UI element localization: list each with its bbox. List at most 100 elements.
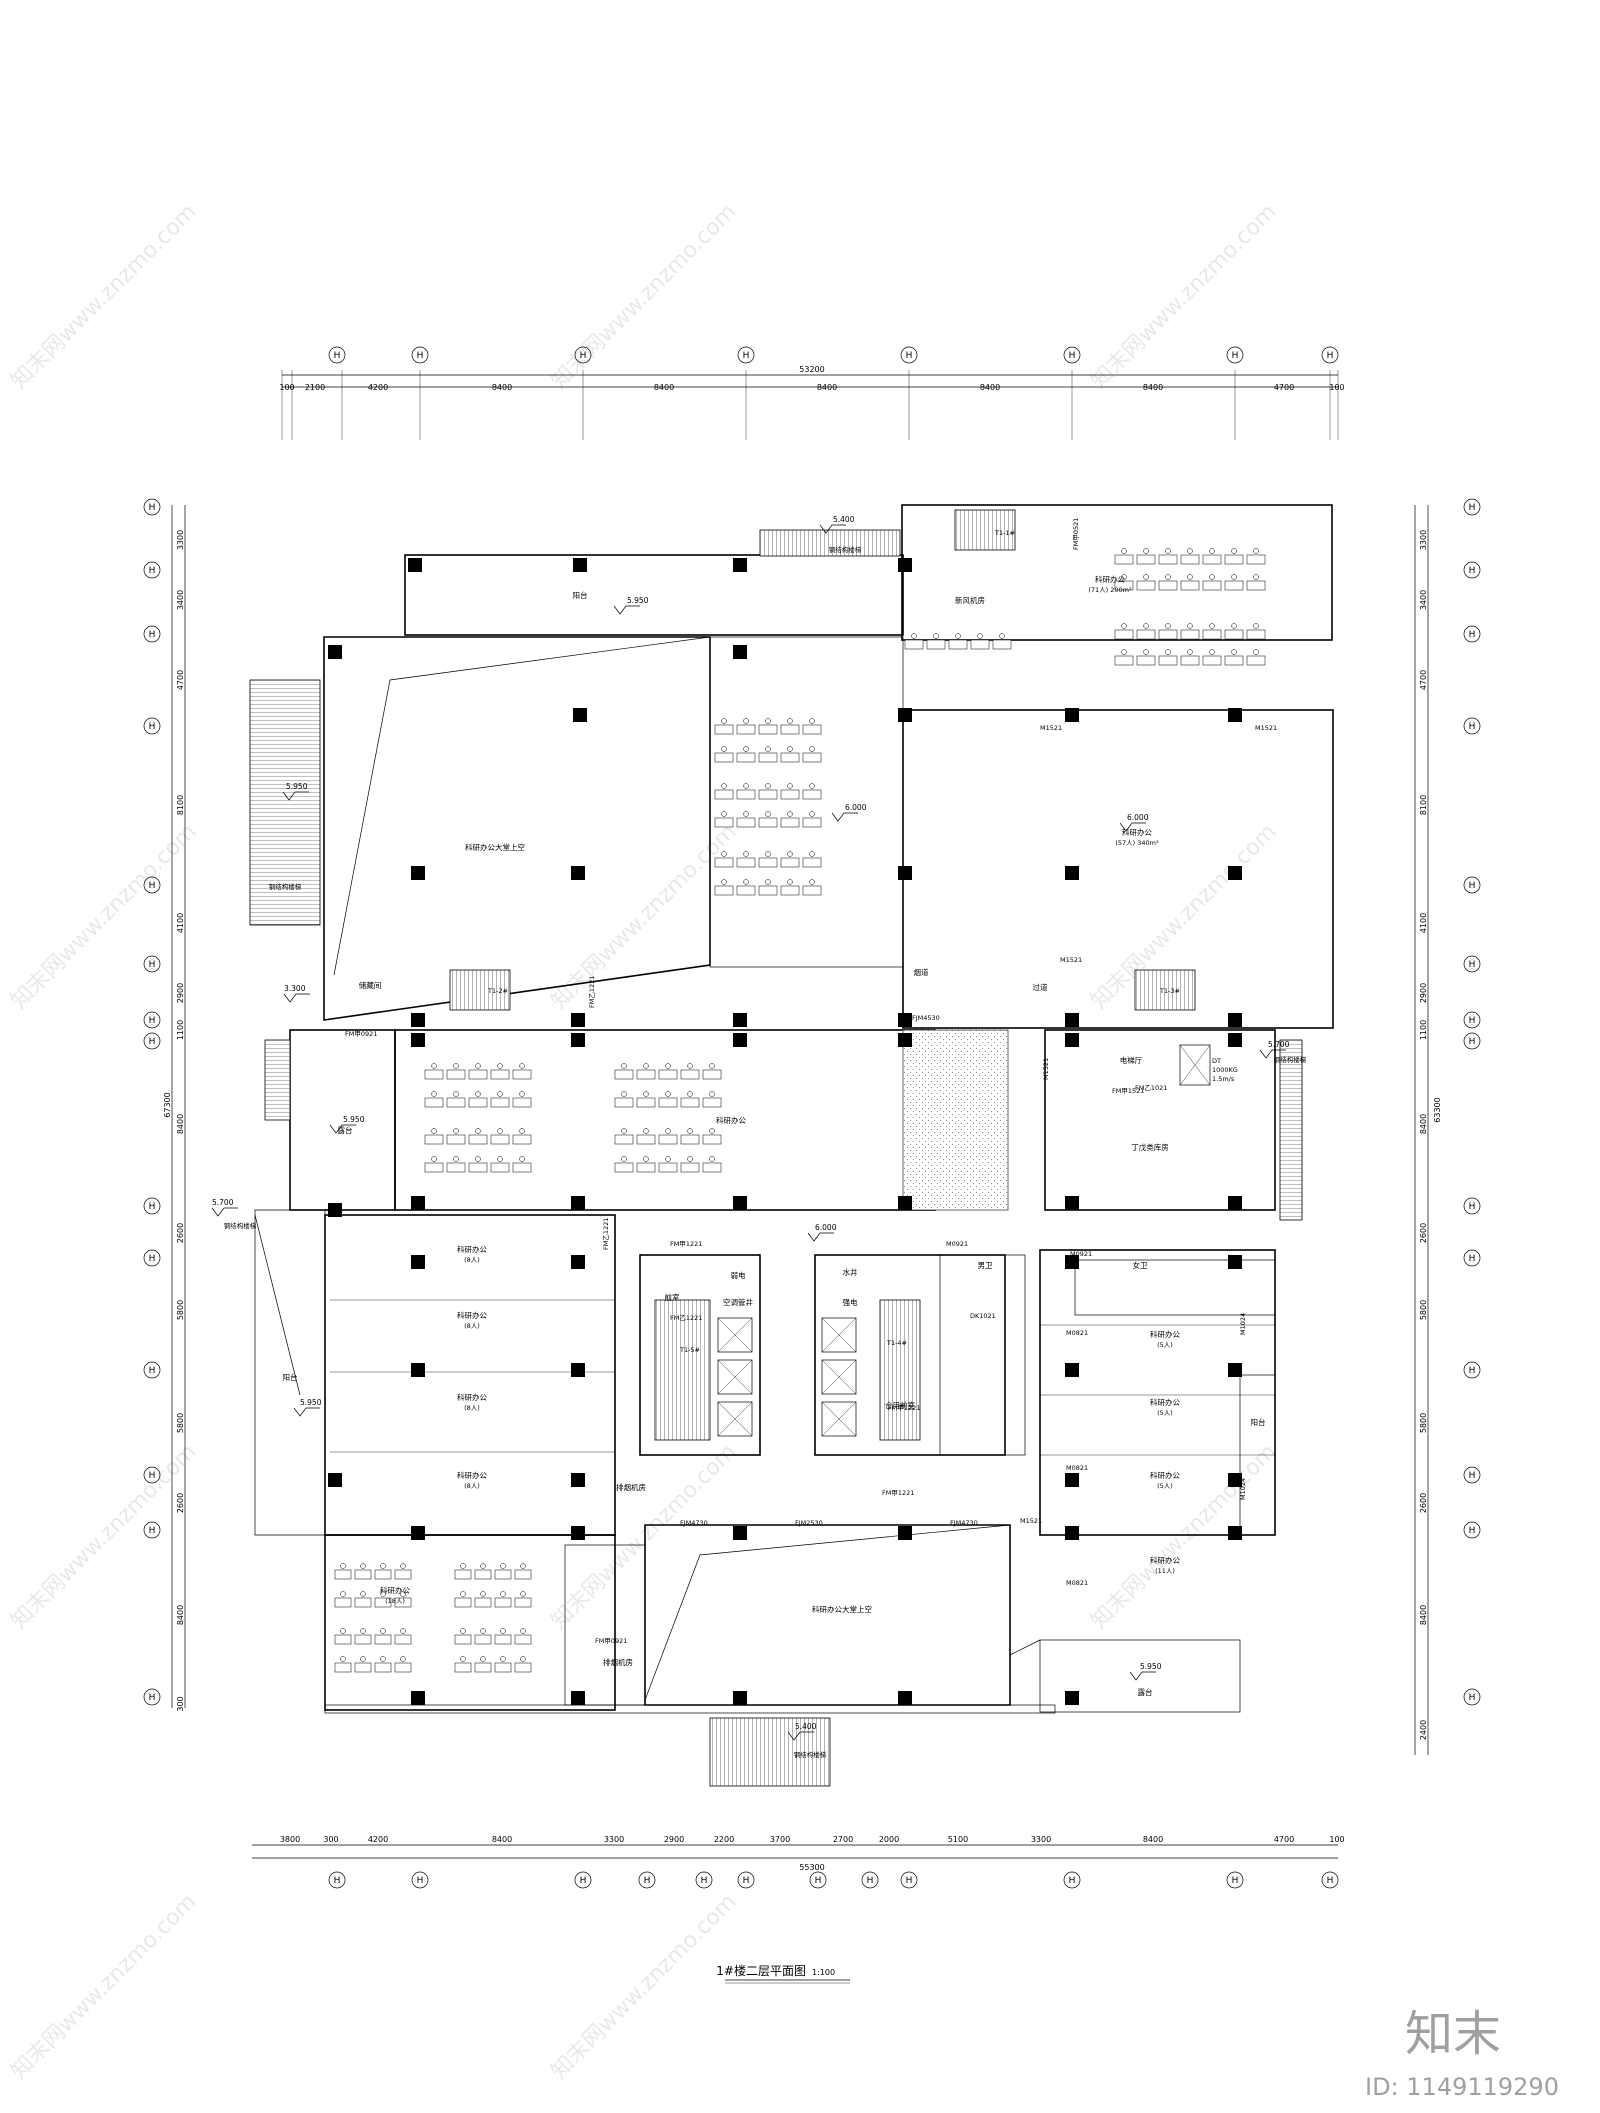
dim-top: 8400 (817, 383, 837, 392)
room-label: 烟道 (914, 967, 929, 977)
svg-text:H: H (701, 1876, 708, 1886)
workstation-desk (1114, 629, 1134, 640)
structural-column (411, 1691, 425, 1705)
workstation-desk (702, 1134, 722, 1145)
svg-text:H: H (149, 1366, 156, 1376)
workstation-desk (714, 885, 734, 896)
svg-text:5800: 5800 (1419, 1413, 1428, 1433)
workstation-desk (1158, 629, 1178, 640)
dim-top: 4700 (1274, 383, 1294, 392)
workstation-chair (999, 633, 1005, 639)
grid-bubble: H (1321, 1871, 1339, 1889)
workstation-chair (933, 633, 939, 639)
workstation-chair (1165, 574, 1171, 580)
workstation-desk (758, 817, 778, 828)
room-label: 合用前室 (885, 1400, 915, 1410)
workstation-desk (702, 1162, 722, 1173)
structural-column (571, 1255, 585, 1269)
workstation-desk (1158, 554, 1178, 565)
svg-text:3700: 3700 (770, 1835, 790, 1844)
workstation-chair (665, 1091, 671, 1097)
workstation-desk (714, 857, 734, 868)
svg-text:3300: 3300 (604, 1835, 624, 1844)
workstation-desk (474, 1662, 492, 1673)
door-tag: M1024 (1239, 1478, 1247, 1500)
grid-bubble: H (809, 1871, 827, 1889)
workstation-chair (453, 1063, 459, 1069)
svg-text:4700: 4700 (1419, 670, 1428, 690)
svg-text:2600: 2600 (176, 1223, 185, 1243)
door-tag: FM乙1221 (588, 976, 596, 1008)
door-tag: M0821 (1066, 1329, 1088, 1337)
workstation-desk (494, 1569, 512, 1580)
workstation-chair (709, 1091, 715, 1097)
workstation-chair (1209, 548, 1215, 554)
room-label: 科研办公 (457, 1244, 487, 1254)
room-capacity: (8人) (464, 1322, 480, 1330)
grid-bubble: H (900, 1871, 918, 1889)
svg-text:2900: 2900 (1419, 983, 1428, 1003)
svg-text:H: H (149, 1016, 156, 1026)
room-label: 丁戊类库房 (1131, 1142, 1169, 1152)
svg-text:3800: 3800 (280, 1835, 300, 1844)
workstation-chair (977, 633, 983, 639)
workstation-chair (1231, 623, 1237, 629)
svg-text:H: H (334, 1876, 341, 1886)
door-tag: M1521 (1255, 724, 1277, 732)
structural-column (411, 1196, 425, 1210)
workstation-desk (394, 1569, 412, 1580)
svg-text:5.950: 5.950 (300, 1398, 322, 1407)
svg-text:3400: 3400 (1419, 590, 1428, 610)
room-label: 过道 (1033, 982, 1049, 992)
grid-bubble: H (1063, 1871, 1081, 1889)
workstation-desk (424, 1134, 444, 1145)
room-label: 阳台 (573, 590, 588, 600)
grid-bubble: H (737, 346, 755, 364)
workstation-chair (1253, 623, 1259, 629)
workstation-desk (424, 1069, 444, 1080)
grid-bubble: H (574, 346, 592, 364)
svg-text:4700: 4700 (1274, 1835, 1294, 1844)
grid-bubble: H (1226, 346, 1244, 364)
svg-text:H: H (1327, 1876, 1334, 1886)
workstation-desk (1224, 629, 1244, 640)
svg-text:4100: 4100 (176, 913, 185, 933)
grid-bubble: H (638, 1871, 656, 1889)
door-tag: DK1021 (970, 1312, 996, 1320)
workstation-chair (1165, 623, 1171, 629)
workstation-chair (1165, 649, 1171, 655)
grid-bubble: H (143, 1197, 161, 1215)
grid-bubble: H (1463, 1688, 1481, 1706)
elevation-mark: 5.950 (329, 1115, 365, 1134)
workstation-chair (460, 1563, 466, 1569)
grid-bubble: H (695, 1871, 713, 1889)
door-tag: FM甲1221 (888, 1404, 920, 1412)
workstation-chair (519, 1128, 525, 1134)
door-tag: M0821 (1066, 1464, 1088, 1472)
elevation-mark: 5.400 (787, 1722, 817, 1741)
workstation-desk (1136, 629, 1156, 640)
workstation-chair (665, 1128, 671, 1134)
workstation-chair (519, 1091, 525, 1097)
door-tag: M0821 (1066, 1579, 1088, 1587)
room-label: 水井 (843, 1267, 858, 1277)
svg-text:H: H (1469, 1693, 1476, 1703)
elevation-mark: 5.700 (1259, 1040, 1290, 1059)
workstation-desk (514, 1569, 532, 1580)
grid-bubble: H (1226, 1871, 1244, 1889)
workstation-chair (431, 1128, 437, 1134)
room-label: 科研办公 (1150, 1329, 1180, 1339)
workstation-chair (340, 1563, 346, 1569)
workstation-chair (687, 1091, 693, 1097)
svg-text:100: 100 (1329, 1835, 1344, 1844)
workstation-chair (400, 1656, 406, 1662)
workstation-desk (490, 1069, 510, 1080)
grid-bubble: H (328, 1871, 346, 1889)
svg-text:H: H (743, 1876, 750, 1886)
grid-bubble: H (411, 346, 429, 364)
elevation-mark: 5.950 (1129, 1662, 1162, 1681)
elevation-mark: 5.400 (819, 515, 855, 534)
watermark-text: 知末网www.znzmo.com (1087, 1439, 1282, 1634)
workstation-desk (1202, 554, 1222, 565)
workstation-chair (1121, 574, 1127, 580)
